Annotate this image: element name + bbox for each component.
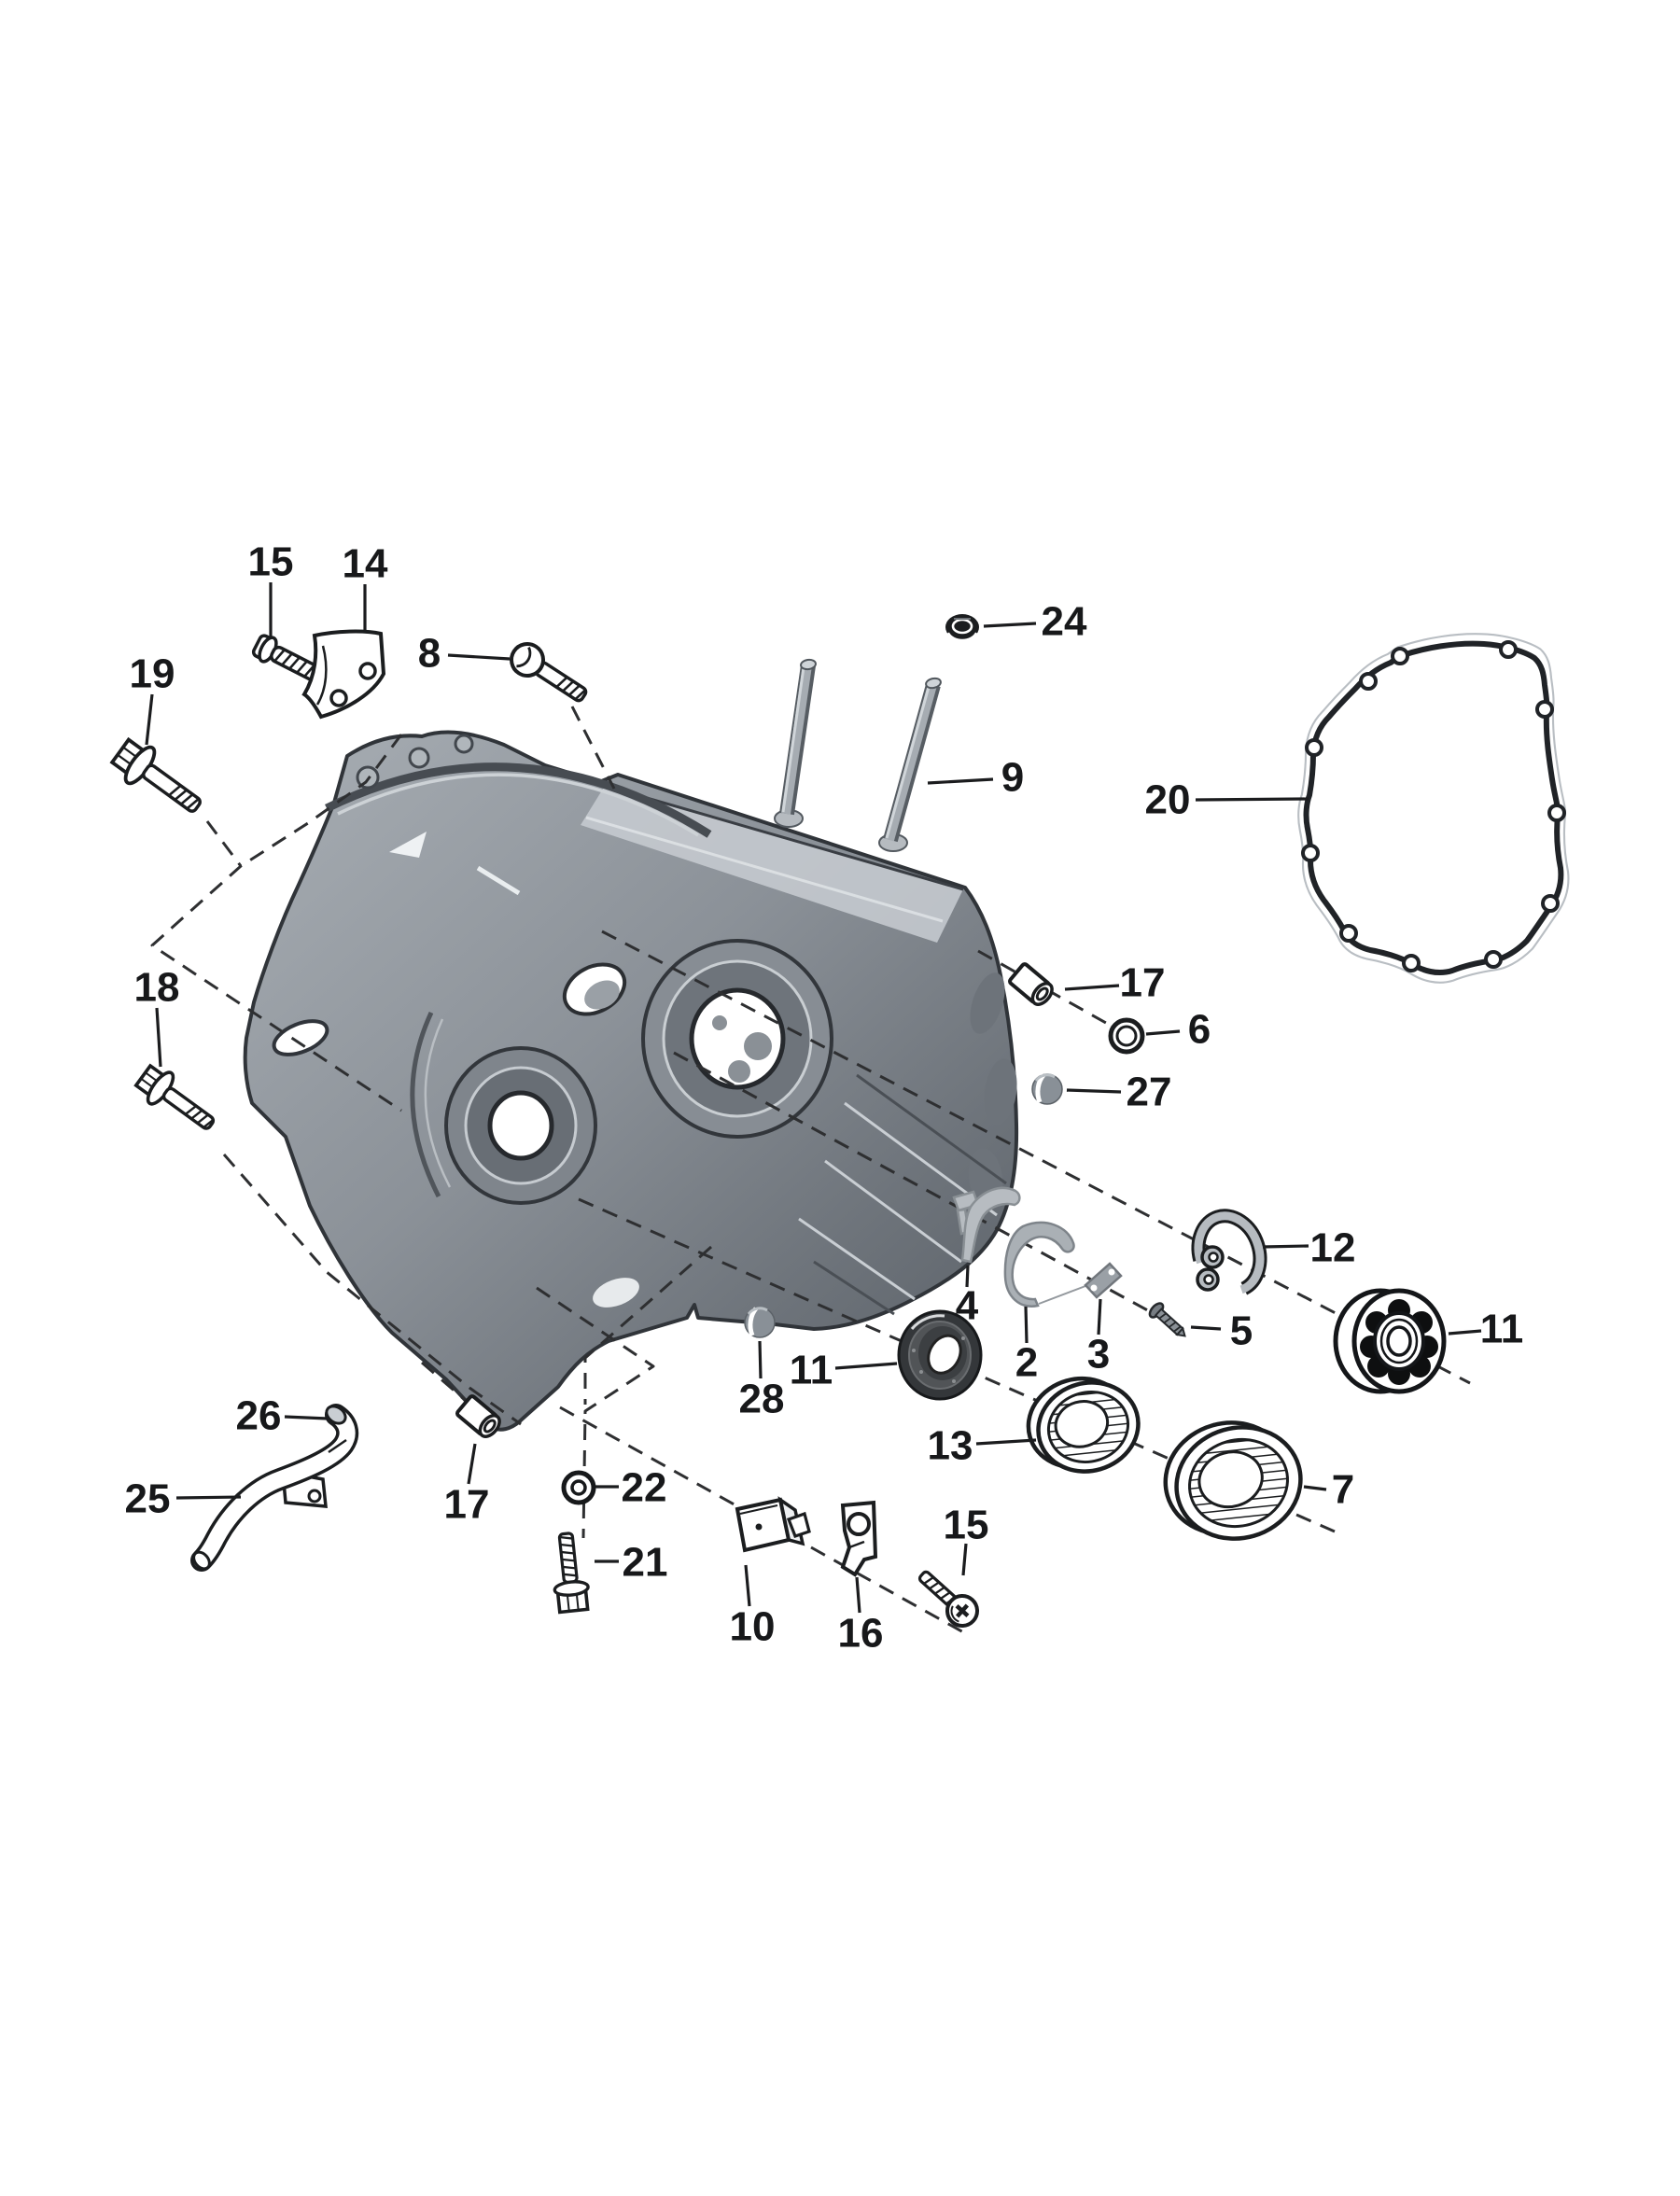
assembly-axis-1 — [150, 734, 403, 1112]
callout-needle-bearing-7: 7 — [1332, 1467, 1354, 1513]
callout-plug-27: 27 — [1127, 1070, 1172, 1115]
callout-flange-bolt-18: 18 — [134, 965, 180, 1011]
callout-needle-bearing-13: 13 — [928, 1423, 973, 1469]
needle-bearing-13 — [1026, 1376, 1141, 1474]
callout-oil-seal-11: 11 — [790, 1348, 833, 1393]
leader-line-stud-9 — [927, 777, 994, 785]
callout-dowel-pin-17-upper: 17 — [1120, 960, 1166, 1006]
dowel-pin-17-upper — [1008, 962, 1054, 1006]
callout-breather-pipe-26: 26 — [236, 1393, 282, 1439]
cylinder-studs — [779, 658, 942, 843]
callout-stud-9: 9 — [1001, 755, 1024, 801]
callout-retainer-plate-16: 16 — [838, 1611, 884, 1657]
callout-ball-bearing-11: 11 — [1480, 1307, 1524, 1352]
assembly-axis-12 — [583, 1245, 712, 1405]
assembly-axis-8 — [673, 1051, 1166, 1322]
callout-plug-28: 28 — [739, 1377, 785, 1422]
leader-line-screw-5 — [1190, 1325, 1222, 1331]
counter-bearing-bore — [444, 1046, 597, 1205]
leader-line-guide-plate-3 — [1097, 1298, 1102, 1336]
callout-cover-gasket-20: 20 — [1145, 777, 1191, 823]
leader-line-flange-bolt-19 — [145, 693, 154, 746]
leader-line-dowel-pin-17-lower — [467, 1443, 477, 1485]
plug-28 — [744, 1307, 776, 1338]
cast-arrow-mark — [389, 832, 427, 858]
shift-fork-4 — [952, 1186, 1021, 1264]
leader-line-plug-27 — [1066, 1088, 1122, 1094]
plug-27 — [1031, 1073, 1063, 1105]
leader-line-cover-gasket-20 — [1195, 797, 1309, 802]
callout-dowel-pin-17-lower: 17 — [444, 1482, 490, 1528]
leader-line-shift-fork-4 — [965, 1265, 970, 1288]
callout-breather-pipe-25: 25 — [125, 1476, 171, 1522]
leader-line-o-ring-6 — [1145, 1029, 1181, 1036]
cover-gasket-20 — [1297, 633, 1570, 984]
slider-block-10 — [735, 1496, 811, 1553]
leader-line-slider-block-10 — [744, 1564, 751, 1607]
callout-o-ring-6: 6 — [1188, 1007, 1211, 1053]
callout-flange-nut-24: 24 — [1042, 599, 1087, 645]
leader-line-flange-nut-24 — [983, 622, 1037, 628]
assembly-axis-7 — [601, 930, 1471, 1385]
callout-hex-bolt-21: 21 — [623, 1540, 668, 1586]
screw-15-bottom — [917, 1570, 979, 1628]
ball-bearing-11 — [1333, 1288, 1447, 1394]
callout-flange-bolt-19: 19 — [130, 651, 175, 697]
callout-shift-fork-4: 4 — [956, 1283, 979, 1329]
callout-guide-plate-3: 3 — [1087, 1332, 1110, 1378]
callout-slider-block-10: 10 — [730, 1604, 776, 1650]
retainer-plate-16 — [840, 1500, 878, 1577]
washer-22 — [561, 1470, 596, 1505]
needle-bearing-7 — [1163, 1420, 1303, 1541]
mount-lug-hole — [272, 1019, 329, 1056]
assembly-axis-4 — [222, 1154, 522, 1426]
leader-line-bolt-8 — [447, 653, 511, 661]
leader-line-needle-bearing-13 — [975, 1438, 1037, 1446]
callout-screw-5: 5 — [1230, 1308, 1253, 1354]
guide-plate-3 — [1084, 1262, 1123, 1299]
leader-line-shift-fork-2 — [1024, 1306, 1029, 1344]
callout-stopper-plate-14: 14 — [343, 541, 388, 587]
callout-circlip-12: 12 — [1310, 1225, 1356, 1271]
callout-screw-15-bottom: 15 — [944, 1503, 989, 1548]
flange-nut-24 — [945, 614, 979, 641]
leader-line-oil-seal-11 — [834, 1362, 898, 1370]
leader-line-retainer-plate-16 — [855, 1576, 861, 1614]
circlip-12 — [1191, 1209, 1267, 1298]
main-bearing-bore — [641, 939, 833, 1139]
leader-line-screw-15-bottom — [961, 1543, 968, 1576]
leader-line-breather-pipe-25 — [175, 1495, 242, 1500]
breather-pipe — [190, 1404, 359, 1572]
callout-washer-22: 22 — [622, 1465, 667, 1511]
shift-fork-2 — [1003, 1221, 1086, 1308]
flange-bolt-18 — [133, 1063, 216, 1130]
oil-seal-11 — [897, 1309, 983, 1401]
bolt-8 — [510, 642, 588, 703]
assembly-axis-11 — [421, 1361, 472, 1407]
leader-line-plug-28 — [758, 1340, 763, 1379]
leader-line-dowel-pin-17-upper — [1064, 984, 1120, 991]
stopper-plate-14 — [301, 629, 386, 720]
hex-bolt-21 — [553, 1532, 590, 1615]
dowel-pin-17-lower — [455, 1394, 501, 1438]
crankcase-body — [243, 730, 1019, 1432]
leader-line-flange-bolt-18 — [155, 1007, 162, 1068]
assembly-axis-2 — [205, 820, 243, 867]
screw-5 — [1148, 1302, 1186, 1337]
flange-bolt-19 — [109, 736, 202, 813]
assembly-axis-3 — [570, 706, 616, 790]
leader-line-ball-bearing-11 — [1448, 1329, 1482, 1336]
callout-shift-fork-2: 2 — [1015, 1340, 1038, 1386]
callout-bolt-8: 8 — [418, 631, 441, 677]
leader-line-circlip-12 — [1262, 1244, 1309, 1249]
callout-screw-15-top: 15 — [248, 539, 294, 585]
leader-line-breather-pipe-26 — [284, 1415, 329, 1420]
o-ring-6 — [1108, 1017, 1145, 1055]
leader-line-needle-bearing-7 — [1303, 1485, 1327, 1491]
